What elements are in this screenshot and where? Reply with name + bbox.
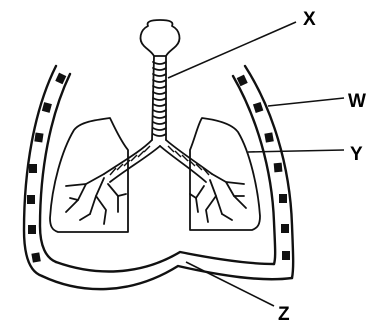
trachea-ring — [153, 134, 166, 136]
trachea — [152, 56, 166, 140]
trachea-rings — [153, 62, 166, 136]
trachea-ring — [153, 74, 166, 76]
leader-line-w — [268, 98, 344, 106]
trachea-ring — [153, 128, 166, 130]
label-x: X — [303, 9, 316, 30]
trachea-ring — [153, 98, 166, 100]
trachea-ring — [153, 116, 166, 118]
trachea-ring — [153, 110, 166, 112]
trachea-ring — [153, 68, 166, 70]
chest-wall-right — [233, 66, 293, 278]
trachea-ring — [153, 104, 166, 106]
larynx — [141, 20, 180, 56]
bronchioles-left — [66, 174, 126, 224]
bronchus-ring — [168, 146, 174, 152]
bronchioles-right — [190, 174, 246, 222]
leader-line-x — [168, 22, 296, 78]
trachea-ring — [153, 80, 166, 82]
trachea-ring — [153, 122, 166, 124]
trachea-ring — [153, 62, 166, 64]
trachea-ring — [153, 86, 166, 88]
diaphragm — [42, 252, 292, 289]
label-w: W — [348, 91, 366, 112]
bronchi — [104, 140, 212, 182]
leader-line-z — [186, 262, 274, 306]
ribs-left — [27, 73, 66, 263]
right-lung — [190, 118, 260, 230]
label-y: Y — [350, 144, 363, 165]
chest-wall-left — [24, 66, 70, 276]
label-z: Z — [278, 304, 290, 324]
trachea-ring — [153, 92, 166, 94]
